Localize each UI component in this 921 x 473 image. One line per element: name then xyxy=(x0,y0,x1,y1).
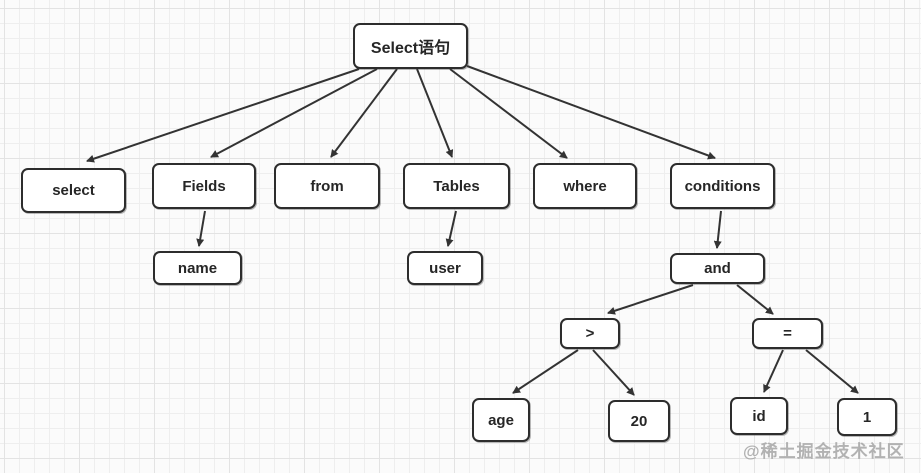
node-fields: Fields xyxy=(152,163,256,209)
edge-root-select xyxy=(86,68,360,163)
node-conditions: conditions xyxy=(670,163,775,209)
edge-eq-1 xyxy=(805,349,859,394)
node-age: age xyxy=(472,398,530,442)
edge-gt-age xyxy=(512,349,579,394)
edge-root-conditions xyxy=(466,65,716,160)
edge-fields-name xyxy=(196,210,206,247)
edge-root-tables xyxy=(416,68,454,158)
node-1: 1 xyxy=(837,398,897,436)
node-label: age xyxy=(488,411,514,429)
node-select-statement: Select语句 xyxy=(353,23,468,69)
node-where: where xyxy=(533,163,637,209)
watermark: @稀土掘金技术社区 xyxy=(743,442,905,461)
node-label: > xyxy=(585,325,595,342)
node-label: id xyxy=(752,407,766,425)
edge-root-where xyxy=(449,68,568,159)
node-label: where xyxy=(563,177,607,195)
node-user: user xyxy=(407,251,483,285)
edge-conditions-and xyxy=(713,210,722,249)
edge-root-fields xyxy=(210,68,378,158)
edge-tables-user xyxy=(445,210,457,247)
node-name: name xyxy=(153,251,242,285)
node-id: id xyxy=(730,397,788,435)
node-select: select xyxy=(21,168,126,213)
node-label: = xyxy=(783,325,792,342)
edge-gt-20 xyxy=(592,349,635,396)
node-label: and xyxy=(704,260,731,277)
node-label: Fields xyxy=(182,177,226,195)
node-label: user xyxy=(429,259,461,277)
node-and: and xyxy=(670,253,765,284)
edge-and-eq xyxy=(736,284,774,315)
edge-and-gt xyxy=(607,284,694,315)
node-label: Tables xyxy=(433,177,480,195)
node-from: from xyxy=(274,163,380,209)
node-label: select xyxy=(52,182,95,199)
node-label: conditions xyxy=(684,177,761,195)
node-label: name xyxy=(177,259,218,277)
node-label: 1 xyxy=(862,408,872,426)
edge-eq-id xyxy=(763,349,784,393)
node-label: 20 xyxy=(630,412,648,430)
node-label: from xyxy=(310,177,344,195)
edge-root-from xyxy=(330,68,398,158)
node-equals: = xyxy=(752,318,823,349)
node-20: 20 xyxy=(608,400,670,442)
node-tables: Tables xyxy=(403,163,510,209)
node-label: Select语句 xyxy=(370,40,451,57)
node-greater-than: > xyxy=(560,318,620,349)
